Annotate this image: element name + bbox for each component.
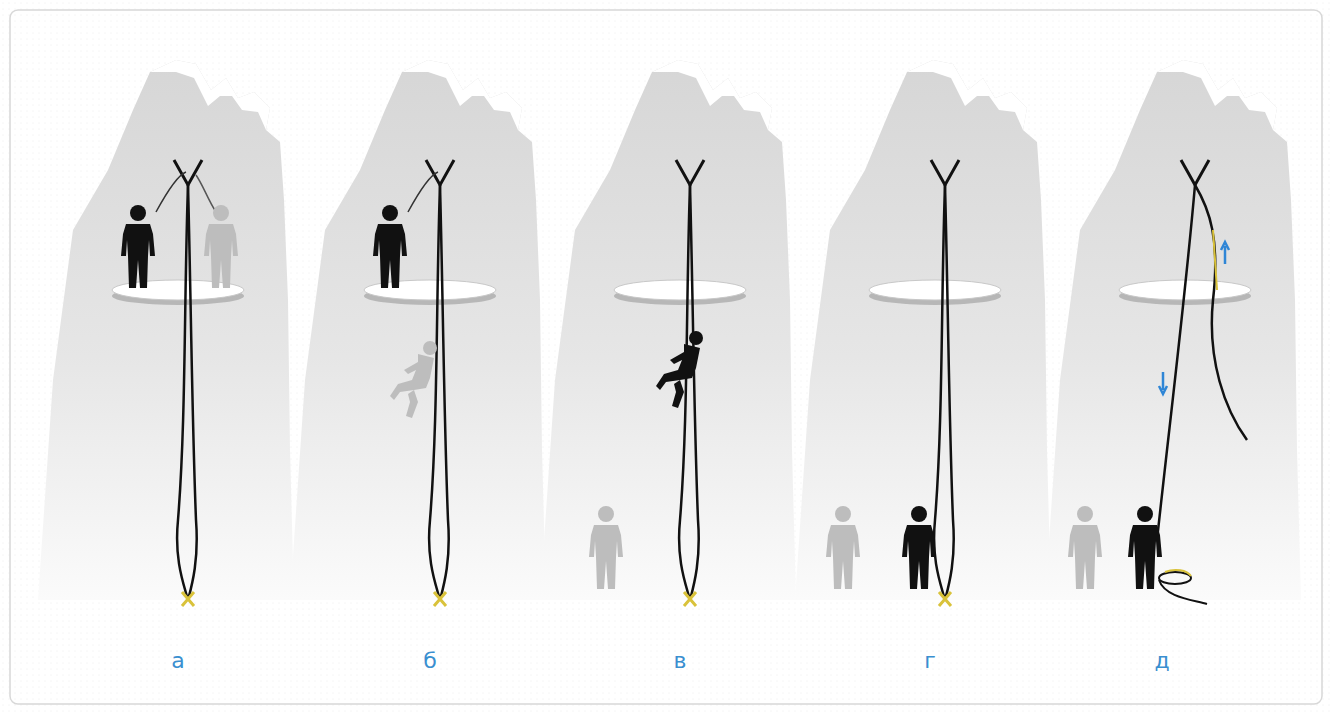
panel-label: д: [1154, 650, 1169, 672]
panel-label: г: [924, 650, 936, 672]
panel-label: б: [423, 650, 437, 672]
panel-label: в: [674, 650, 687, 672]
panel-label: а: [171, 650, 184, 672]
